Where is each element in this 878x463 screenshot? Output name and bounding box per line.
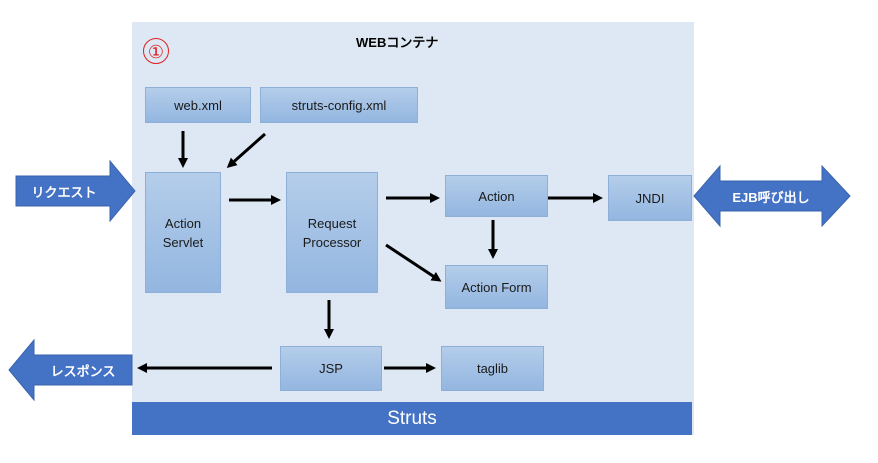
request-processor-line2: Processor (302, 234, 362, 250)
response-label: レスポンス (50, 363, 116, 379)
jsp-box: JSP (280, 346, 382, 391)
request-label: リクエスト (31, 184, 97, 200)
taglib-box: taglib (441, 346, 544, 391)
request-processor-line1: Request (307, 215, 357, 231)
web-xml-box: web.xml (145, 87, 251, 123)
action-servlet-line2: Servlet (162, 234, 204, 250)
struts-config-box: struts-config.xml (260, 87, 418, 123)
request-arrow (15, 159, 136, 223)
arrow-config-to-servlet (226, 132, 266, 168)
action-box: Action (445, 175, 548, 217)
response-arrow (8, 338, 133, 402)
arrow-processor-to-actionform (385, 243, 442, 282)
action-servlet-box: Action Servlet (145, 172, 221, 293)
jndi-box: JNDI (608, 175, 692, 221)
action-servlet-line1: Action (164, 215, 202, 231)
ejb-call-arrow (693, 164, 851, 228)
request-processor-box: Request Processor (286, 172, 378, 293)
ejb-call-label: EJB呼び出し (732, 189, 810, 205)
step-number-badge: ① (143, 38, 169, 64)
struts-framework-bar: Struts (132, 402, 692, 435)
web-container-title: WEBコンテナ (356, 35, 439, 50)
action-form-box: Action Form (445, 265, 548, 309)
